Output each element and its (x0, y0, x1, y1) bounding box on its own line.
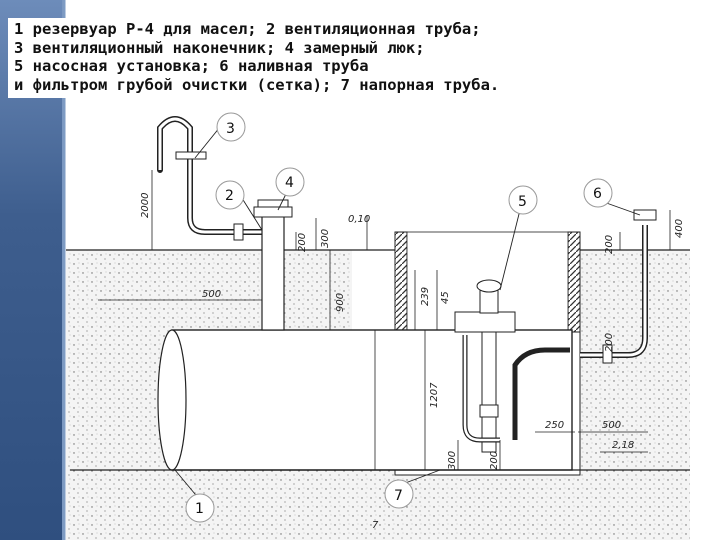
svg-text:3: 3 (226, 121, 235, 137)
marker-7: 7 (384, 479, 414, 509)
marker-1: 1 (185, 493, 215, 523)
pit-wall-right (567, 231, 581, 333)
pit-wall-left (394, 231, 408, 333)
pump-unit-body (454, 311, 516, 333)
dim-400: 400 (674, 219, 685, 238)
measuring-hatch-pipe (261, 214, 285, 331)
dim-900: 900 (335, 293, 346, 312)
dim-500-right: 500 (602, 420, 621, 431)
ground-soil-bottom (66, 470, 690, 540)
svg-text:7: 7 (394, 488, 403, 504)
svg-text:5: 5 (518, 194, 527, 210)
svg-text:6: 6 (593, 186, 602, 202)
dim-45: 45 (440, 291, 451, 304)
dim-239: 239 (420, 287, 431, 306)
ground-soil-right (580, 250, 690, 540)
measuring-hatch-flange (253, 206, 293, 218)
pump-shaft (481, 331, 497, 453)
legend-caption: 1 резервуар Р-4 для масел; 2 вентиляцион… (8, 18, 640, 98)
marker-6: 6 (583, 178, 613, 208)
marker-4: 4 (275, 167, 305, 197)
dim-2000: 2000 (140, 193, 151, 218)
dim-250: 250 (545, 420, 564, 431)
dim-7: 7 (372, 520, 379, 531)
dim-1207: 1207 (429, 382, 440, 408)
tank-r4 (171, 329, 573, 471)
vent-tip (175, 151, 207, 160)
svg-text:4: 4 (285, 175, 294, 191)
dim-218: 2,18 (612, 440, 634, 451)
dim-500-left: 500 (202, 289, 221, 300)
svg-text:2: 2 (225, 188, 234, 204)
dim-200-vent: 200 (297, 233, 308, 252)
marker-2: 2 (215, 180, 245, 210)
svg-text:1: 1 (195, 501, 204, 517)
marker-5: 5 (508, 185, 538, 215)
dim-010: 0,10 (348, 214, 370, 225)
pressure-pipe (512, 347, 570, 440)
dim-200-fill: 200 (604, 333, 615, 352)
caption-line-3: 5 насосная установка; 6 наливная труба (14, 57, 369, 75)
caption-line-2: 3 вентиляционный наконечник; 4 замерный … (14, 38, 425, 57)
dim-200-bottom: 200 (489, 451, 500, 470)
dim-300-hatch: 300 (320, 229, 331, 248)
vent-pipe (157, 116, 265, 235)
caption-line-4: и фильтром грубой очистки (сетка); 7 нап… (14, 75, 500, 94)
fill-pipe-cap (633, 209, 657, 221)
dim-300-bottom: 300 (447, 451, 458, 470)
marker-3: 3 (216, 112, 246, 142)
dim-200-pit: 200 (604, 235, 615, 254)
caption-line-1: 1 резервуар Р-4 для масел; 2 вентиляцион… (14, 20, 481, 38)
